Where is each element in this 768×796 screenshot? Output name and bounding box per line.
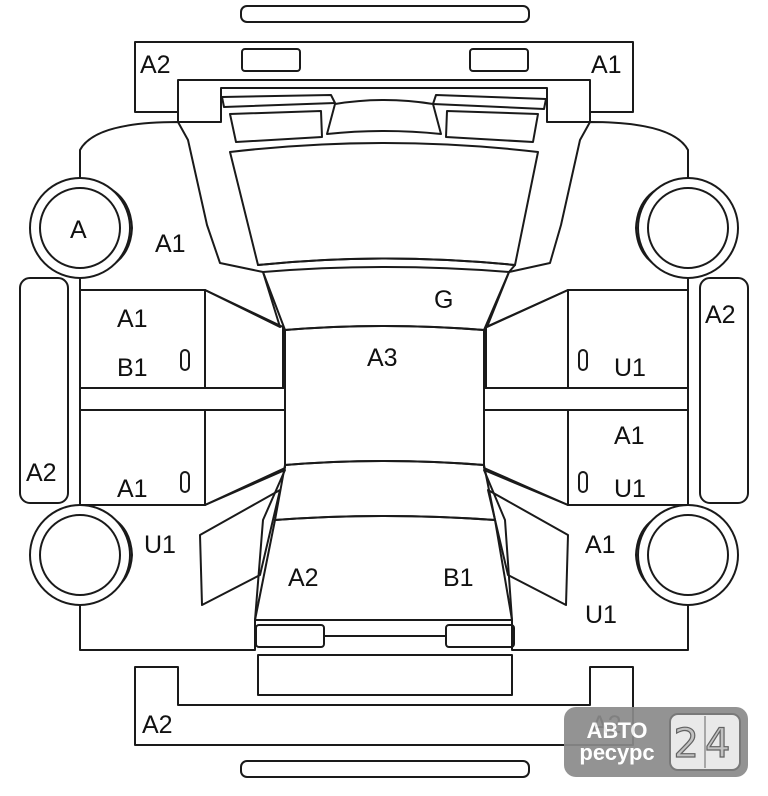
avtoresurs24-watermark: АВТО ресурс 24 [564, 707, 748, 777]
front-right-light [469, 48, 529, 72]
rear-bumper-strip [240, 760, 530, 778]
rear-right-light [445, 624, 515, 648]
left-pillar [79, 387, 286, 411]
right-rear-quarter-window [487, 489, 569, 606]
rear-left-light [255, 624, 325, 648]
right-front-door-handle [578, 349, 588, 371]
code-front-bumper-right: A1 [591, 51, 622, 79]
hood-vent-left [221, 94, 336, 108]
right-rocker-panel [699, 277, 749, 504]
rear-right-wheel-icon [637, 504, 739, 606]
right-pillar [483, 387, 689, 411]
rear-plate-area [257, 654, 513, 696]
hood-outline [177, 87, 591, 123]
code-rear-door-right-2: U1 [614, 475, 646, 503]
code-windshield: G [434, 286, 453, 314]
code-rear-door-right-1: A1 [614, 422, 645, 450]
front-left-light [241, 48, 301, 72]
code-roof: A3 [367, 344, 398, 372]
code-rear-quarter-left: U1 [144, 531, 176, 559]
code-rear-quarter-right-2: U1 [585, 601, 617, 629]
code-rocker-right: A2 [705, 301, 736, 329]
code-front-fender-left: A1 [155, 230, 186, 258]
left-rear-door-handle [180, 471, 190, 493]
code-front-wheel-left: A [70, 216, 87, 244]
code-front-door-left-2: B1 [117, 354, 148, 382]
code-rear-door-left: A1 [117, 475, 148, 503]
code-front-bumper-left: A2 [140, 51, 171, 79]
left-rocker-panel [19, 277, 69, 504]
left-front-door [79, 289, 284, 389]
front-right-wheel-icon [637, 177, 739, 279]
front-bumper-panel [134, 41, 634, 113]
code-trunk-left: A2 [288, 564, 319, 592]
right-front-fender [486, 121, 689, 328]
code-front-door-right: U1 [614, 354, 646, 382]
code-rear-bumper-left: A2 [142, 711, 173, 739]
code-trunk-right: B1 [443, 564, 474, 592]
code-rear-quarter-right-1: A1 [585, 531, 616, 559]
left-front-fender [79, 121, 281, 328]
code-rocker-left: A2 [26, 459, 57, 487]
watermark-digits: 24 [674, 721, 737, 767]
left-rear-quarter-window [199, 489, 281, 606]
rear-window [274, 460, 496, 521]
rear-right-wheel-rim [647, 514, 729, 596]
watermark-line1: АВТО [587, 718, 648, 743]
right-rear-door-handle [578, 471, 588, 493]
front-right-wheel-rim [647, 187, 729, 269]
front-bumper-strip [240, 5, 530, 23]
windshield-outline [229, 142, 539, 266]
left-front-door-handle [180, 349, 190, 371]
front-left-wheel-icon [29, 177, 131, 279]
rear-bumper-panel [134, 666, 634, 746]
watermark-line2: ресурс [579, 740, 654, 765]
front-left-wheel-rim [39, 187, 121, 269]
hood-grille-right [445, 110, 539, 143]
windshield-lower-edge [257, 257, 516, 273]
hood-grille-left [229, 110, 323, 143]
hood-center-panel [326, 99, 442, 135]
right-front-door [485, 289, 689, 389]
rear-left-wheel-icon [29, 504, 131, 606]
hood-vent-right [432, 94, 547, 110]
code-front-door-left-1: A1 [117, 305, 148, 333]
rear-left-wheel-rim [39, 514, 121, 596]
cowl-panel [262, 271, 510, 331]
